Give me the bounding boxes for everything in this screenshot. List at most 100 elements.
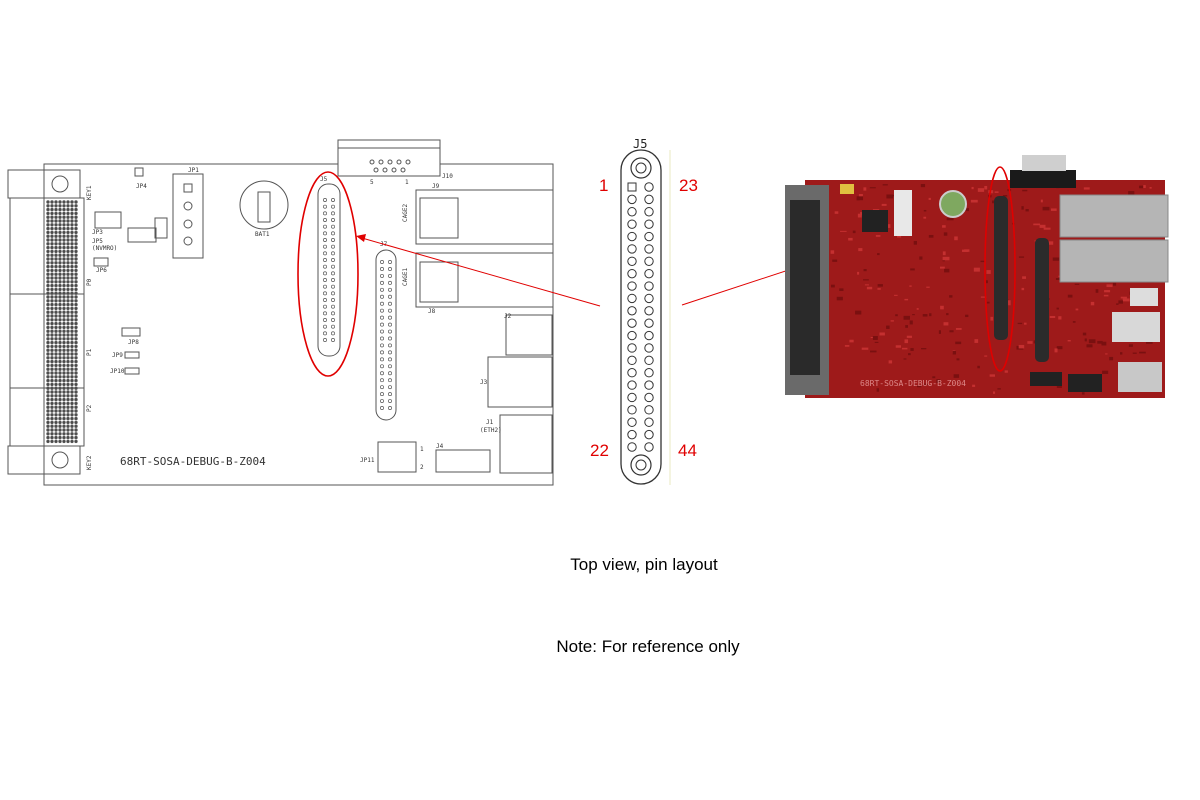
backplane-pin bbox=[66, 283, 70, 288]
photo-texture-mark bbox=[877, 288, 881, 290]
backplane-pin bbox=[62, 333, 66, 337]
j5-small-pin bbox=[331, 304, 335, 309]
backplane-pin bbox=[58, 401, 62, 406]
sw-2-label: 2 bbox=[420, 464, 424, 471]
backplane-pin bbox=[54, 283, 58, 288]
j5-pin-27 bbox=[644, 231, 654, 242]
j2-footprint bbox=[505, 314, 553, 356]
jp8-label: JP8 bbox=[128, 339, 139, 346]
backplane-pin bbox=[50, 325, 54, 330]
backplane-pin bbox=[46, 291, 50, 295]
backplane-pin bbox=[74, 359, 78, 364]
photo-texture-mark bbox=[830, 250, 835, 254]
backplane-pin bbox=[58, 318, 62, 322]
photo-texture-mark bbox=[858, 248, 863, 252]
photo-texture-mark bbox=[977, 365, 980, 369]
j5-pin-21 bbox=[627, 429, 637, 440]
photo-texture-mark bbox=[1018, 256, 1025, 258]
backplane-pin bbox=[62, 283, 66, 288]
backplane-pin bbox=[70, 367, 74, 371]
backplane-pin bbox=[50, 310, 54, 314]
backplane-pin bbox=[46, 299, 50, 303]
backplane-pin bbox=[58, 283, 62, 288]
backplane-pin bbox=[74, 413, 78, 417]
backplane-pin bbox=[46, 276, 50, 280]
photo-texture-mark bbox=[1090, 301, 1095, 306]
backplane-pin bbox=[54, 226, 58, 231]
backplane-pin bbox=[74, 314, 78, 318]
backplane-pin bbox=[58, 394, 62, 398]
j5-title: J5 bbox=[633, 137, 647, 151]
backplane-pin bbox=[54, 352, 58, 356]
j5-small-pin bbox=[323, 338, 327, 342]
photo-texture-mark bbox=[1081, 392, 1085, 395]
photo-texture-mark bbox=[942, 256, 950, 261]
backplane-pin bbox=[50, 207, 54, 212]
j5-pin-43 bbox=[644, 429, 654, 440]
backplane-pin bbox=[46, 416, 50, 421]
backplane-pin bbox=[66, 325, 70, 330]
j5-small-pin bbox=[331, 278, 335, 282]
backplane-pin bbox=[74, 268, 78, 273]
backplane-pin bbox=[70, 378, 74, 383]
backplane-pin bbox=[66, 230, 70, 235]
backplane-pin bbox=[74, 386, 78, 390]
backplane-pin bbox=[58, 299, 62, 303]
backplane-pin bbox=[74, 306, 78, 311]
j5-pin-42 bbox=[644, 417, 654, 427]
backplane-pin bbox=[74, 321, 78, 326]
jp6-label: JP6 bbox=[96, 267, 107, 274]
photo-texture-mark bbox=[973, 267, 980, 272]
backplane-pin bbox=[70, 428, 74, 432]
photo-texture-mark bbox=[881, 203, 887, 206]
backplane-pin bbox=[46, 386, 50, 390]
j5-pin-35 bbox=[644, 330, 654, 341]
backplane-pin bbox=[66, 405, 70, 409]
j5-small-pin bbox=[331, 298, 335, 302]
j7-pin bbox=[380, 336, 384, 341]
photo-texture-mark bbox=[863, 269, 867, 272]
photo-texture-mark bbox=[857, 213, 862, 218]
backplane-pin bbox=[70, 283, 74, 288]
backplane-pin bbox=[46, 420, 50, 425]
backplane-pin bbox=[66, 424, 70, 428]
j10-pin bbox=[378, 159, 384, 165]
backplane-pin bbox=[54, 390, 58, 394]
cage1-footprint bbox=[415, 252, 554, 308]
photo-texture-mark bbox=[1101, 341, 1107, 346]
j10-connector bbox=[337, 147, 441, 177]
j7-pin bbox=[388, 322, 392, 327]
j7-pin bbox=[380, 385, 384, 390]
j5-pin-31 bbox=[644, 281, 654, 291]
backplane-pin bbox=[54, 318, 58, 322]
backplane-pin bbox=[50, 268, 54, 273]
backplane-pin bbox=[54, 215, 58, 219]
j5-small-pin bbox=[323, 244, 327, 249]
backplane-pin bbox=[50, 390, 54, 394]
backplane-pin bbox=[50, 249, 54, 254]
backplane-pin bbox=[62, 382, 66, 387]
photo-texture-mark bbox=[919, 256, 923, 260]
backplane-pin bbox=[70, 230, 74, 235]
backplane-pin bbox=[54, 204, 58, 208]
backplane-pin bbox=[50, 344, 54, 349]
backplane-pin bbox=[70, 295, 74, 299]
photo-texture-mark bbox=[1008, 303, 1011, 306]
backplane-pin bbox=[70, 223, 74, 227]
jp5-label: JP5 bbox=[92, 238, 103, 245]
backplane-pin bbox=[74, 390, 78, 394]
j5-small-pin bbox=[323, 311, 327, 316]
backplane-pin bbox=[46, 253, 50, 257]
backplane-pin bbox=[58, 207, 62, 212]
backplane-pin bbox=[50, 230, 54, 235]
photo-texture-mark bbox=[965, 314, 969, 318]
backplane-pin bbox=[62, 413, 66, 417]
backplane-pin bbox=[46, 234, 50, 238]
photo-texture-mark bbox=[888, 194, 895, 197]
backplane-pin bbox=[54, 413, 58, 417]
board-photo: 68RT-SOSA-DEBUG-B-Z004 bbox=[785, 155, 1169, 398]
backplane-pin bbox=[62, 310, 66, 314]
j5-pin-8 bbox=[627, 268, 637, 279]
photo-texture-mark bbox=[1047, 241, 1054, 245]
j5-small-pin bbox=[331, 331, 335, 336]
